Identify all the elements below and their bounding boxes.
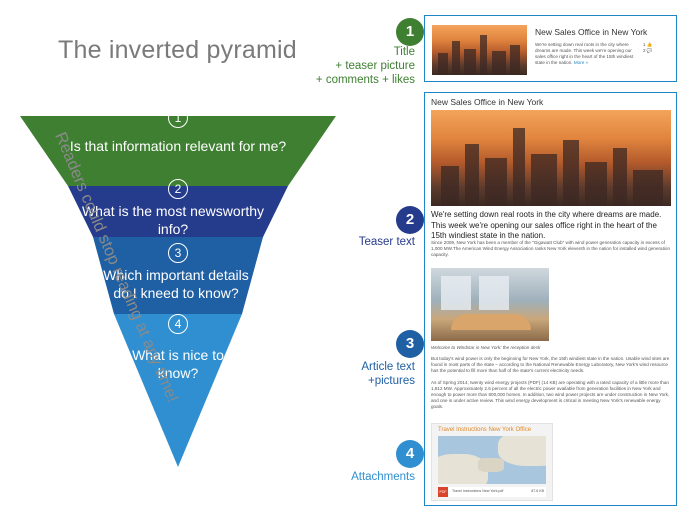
teaser-picture [432,25,527,75]
pyramid-level-1 [20,116,336,186]
preview-snippet-text: We're setting down real roots in the cit… [535,42,634,65]
attachment-file-row[interactable]: PDF Travel Instructions New York.pdf 87.… [438,487,546,497]
image-caption: Welcome to Windstar in New York: the rec… [431,345,541,350]
pyramid-level-3 [93,237,263,314]
more-link[interactable]: More » [573,60,589,65]
pyramid-text-4: What is nice to know? [132,347,224,381]
comment-count: 2 [643,48,646,53]
pyramid-number-3: 3 [168,243,188,263]
diagram-title: The inverted pyramid [58,36,297,64]
news-preview-card[interactable]: New Sales Office in New York We're setti… [424,15,677,82]
attachment-map [438,436,546,484]
preview-snippet: We're setting down real roots in the cit… [535,42,635,66]
preview-headline[interactable]: New Sales Office in New York [535,27,648,37]
article-hero-image [431,110,671,206]
article-paragraph-3: As of Spring 2014, twenty wind energy pr… [431,380,670,409]
pyramid-text-2: What is the most newsworthy info? [81,203,265,237]
like-stat[interactable]: 1 👍 [643,42,673,48]
article-office-image [431,268,549,341]
attachment-title[interactable]: Travel Instructions New York Office [438,427,532,433]
comment-icon: 💬 [646,48,653,53]
pyramid-number-1: 1 [168,108,188,128]
callout-number-2: 2 [396,206,424,234]
article-headline: New Sales Office in New York [431,97,544,107]
article-teaser: We're setting down real roots in the cit… [431,210,662,240]
comment-stat[interactable]: 2 💬 [643,48,673,54]
article-paragraph-1: Since 2009, New York has been a member o… [431,240,671,257]
callout-label-1: Title + teaser picture + comments + like… [315,46,415,86]
pyramid-level-4 [114,314,242,467]
callout-number-4: 4 [396,440,424,468]
callout-number-1: 1 [396,18,424,46]
like-count: 1 [643,42,646,47]
thumbs-up-icon: 👍 [646,42,653,47]
callout-number-3: 3 [396,330,424,358]
attachment-card[interactable]: Travel Instructions New York Office PDF … [431,423,553,501]
pyramid-level-2 [68,186,288,237]
article-card: New Sales Office in New York We're setti… [424,92,677,506]
article-paragraph-2: But today's wind power is only the begin… [431,356,670,373]
pyramid-number-4: 4 [168,314,188,334]
pyramid-number-2: 2 [168,179,188,199]
callout-label-2: Teaser text [358,236,415,248]
preview-stats: 1 👍 2 💬 [643,42,673,54]
file-name: Travel Instructions New York.pdf [452,489,504,493]
callout-label-3: Article text +pictures [361,361,415,387]
file-size: 87.6 KB [531,489,544,493]
callout-label-4: Attachments [351,471,415,483]
pyramid-text-1: Is that information relevant for me? [69,138,287,154]
pdf-icon: PDF [438,487,448,497]
pyramid-text-3: Which important details do I kneed to kn… [103,267,249,301]
